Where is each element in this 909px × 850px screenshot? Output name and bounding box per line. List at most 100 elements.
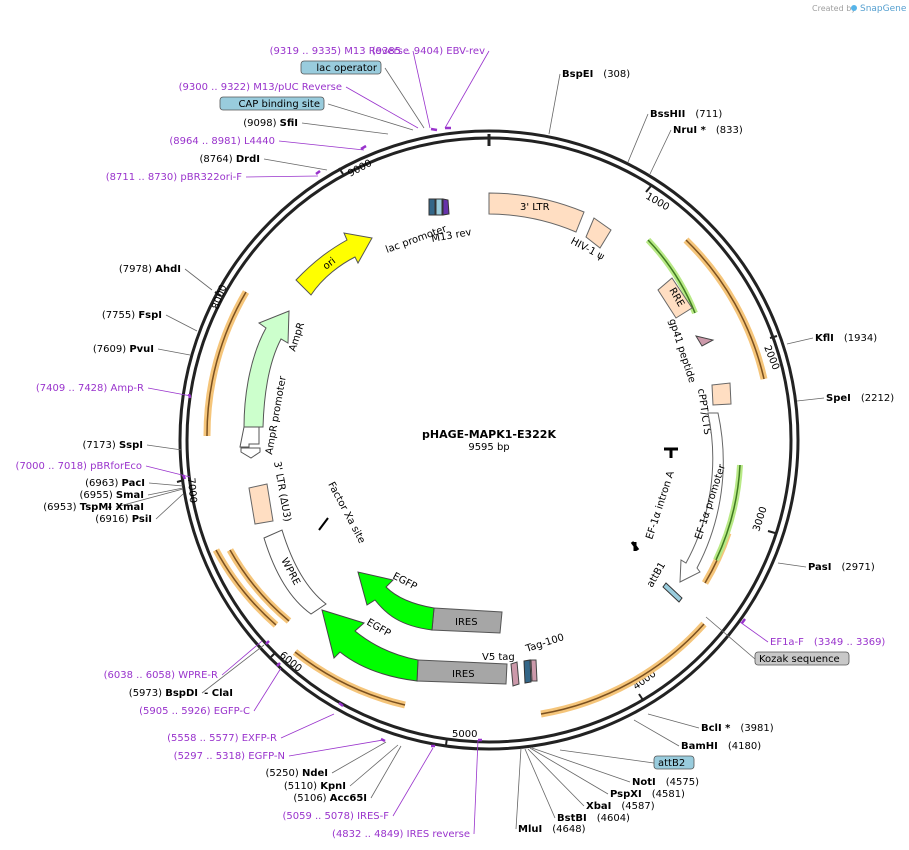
site-name: Acc65I: [330, 793, 367, 804]
feature-factorxa: [318, 517, 329, 531]
tick-mark: [769, 335, 778, 339]
leader-line: [444, 50, 490, 129]
primer-mark: [276, 662, 281, 667]
site-pos: (8764): [199, 154, 235, 165]
leader-line: [515, 747, 522, 830]
leader-line: [796, 397, 825, 402]
feature-lac-blocks-3: [442, 198, 450, 216]
site-pos: (5059 .. 5078): [282, 811, 357, 822]
orf-arcs: [203, 237, 768, 718]
site-name: DrdI: [236, 154, 260, 165]
site-pos: (7409 .. 7428): [36, 383, 111, 394]
site-label: PasI(2971): [808, 562, 875, 573]
site-label: (7409 .. 7428) Amp-R: [36, 383, 144, 394]
tick-mark: [176, 479, 185, 483]
site-pos: (7609): [93, 344, 129, 355]
site-pos: (7978): [119, 264, 155, 275]
feature-3ltr-label: 3' LTR: [520, 202, 550, 213]
leader-line: [147, 387, 192, 397]
leader-line: [278, 140, 365, 151]
leader-line: [392, 747, 434, 817]
orf-arc-line: [685, 239, 765, 380]
feature-3ltr-du3: [248, 483, 274, 525]
site-pos: (5973): [129, 688, 165, 699]
site-name: KflI: [815, 333, 834, 344]
site-label: (5558 .. 5577) EXFP-R: [167, 733, 277, 744]
leader-line: [157, 348, 191, 356]
site-name: PacI: [122, 478, 145, 489]
site-label: (7609) PvuI: [93, 344, 154, 355]
site-name: EXFP-R: [242, 733, 277, 744]
leader-line: [370, 745, 402, 799]
leader-line: [739, 621, 769, 643]
leader-line: [221, 640, 263, 676]
site-name: EF1a-F: [770, 637, 804, 648]
tick-mark: [338, 167, 344, 175]
feature-amp-promoter: [239, 426, 260, 448]
site-name: BspDI: [165, 688, 198, 699]
feature-amp-promoter-arrow: [240, 447, 261, 459]
ef1a-green-line: [715, 464, 741, 561]
primer-mark: [181, 474, 187, 480]
site-name: BclI *: [701, 723, 731, 734]
credit-prefix: Created by: [812, 4, 856, 13]
site-label: MluI(4648): [518, 824, 586, 835]
site-label: (7000 .. 7018) pBRforEco: [16, 461, 142, 472]
leader-line: [349, 744, 399, 787]
feature-v5: [510, 661, 520, 687]
feature-egfp1-label: EGFP: [391, 571, 419, 593]
feature-ires2-label: IRES: [452, 669, 475, 680]
leader-line: [145, 465, 191, 478]
leader-line: [777, 562, 807, 568]
site-pos: (4575): [666, 777, 699, 788]
site-label: (6916) PsiI: [95, 514, 152, 525]
site-name: NruI *: [673, 125, 707, 136]
feature-cppt-label: cPPT/CTS: [695, 388, 712, 436]
leader-line: [263, 158, 328, 171]
site-name: FspI: [138, 310, 162, 321]
leader-line: [288, 739, 384, 757]
feature-ef1a-intron-label: EF-1α intron A: [644, 470, 677, 541]
primer-mark: [265, 640, 270, 645]
site-name: pBRforEco: [90, 461, 142, 472]
leader-line: [633, 719, 680, 747]
site-pos: (8711 .. 8730): [106, 172, 181, 183]
feature-box-label: lac operator: [316, 63, 377, 74]
orf-arc-bg: [203, 290, 250, 437]
feature-lac-blocks: [428, 198, 436, 216]
primer-mark: [315, 170, 321, 175]
site-name: pBR322ori-F: [180, 172, 242, 183]
primer-mark: [187, 393, 192, 399]
leader-line: [524, 748, 556, 819]
tick-label: 5000: [452, 729, 477, 740]
feature-ori: [295, 232, 373, 296]
site-label: BstBI(4604): [557, 813, 630, 824]
site-name: AhdI: [155, 264, 181, 275]
site-name: MluI: [518, 824, 542, 835]
orf-arc-line: [206, 291, 247, 437]
leader-line: [412, 50, 431, 129]
site-label: BclI *(3981): [701, 723, 774, 734]
site-pos: (5110): [284, 781, 320, 792]
site-name: M13/pUC Reverse: [253, 82, 342, 93]
site-label: (6038 .. 6058) WPRE-R: [104, 670, 218, 681]
feature-intron-mark-bottom: [630, 541, 640, 551]
site-label: (6953) TspMI: [43, 502, 112, 513]
feature-lac-blocks-2: [435, 198, 443, 216]
tick-label: 3000: [751, 505, 769, 533]
site-pos: (8964 .. 8981): [169, 136, 244, 147]
site-pos: (5558 .. 5577): [167, 733, 242, 744]
feature-box-label: Kozak sequence: [759, 654, 840, 665]
leader-line: [647, 713, 700, 729]
site-pos: (7000 .. 7018): [16, 461, 91, 472]
site-label: PspXI(4581): [610, 789, 685, 800]
site-label: XbaI(4587): [586, 801, 655, 812]
site-name: M13 Reverse: [344, 46, 409, 57]
feature-egfp2-label: EGFP: [365, 617, 393, 639]
feature-v5-label: V5 tag: [482, 652, 515, 663]
feature-ef1a-promoter: [679, 412, 724, 583]
site-label: (5106) Acc65I: [293, 793, 367, 804]
leader-line: [327, 103, 414, 131]
rre-green-line: [647, 239, 696, 314]
snapgene-logo-icon: [851, 5, 857, 11]
